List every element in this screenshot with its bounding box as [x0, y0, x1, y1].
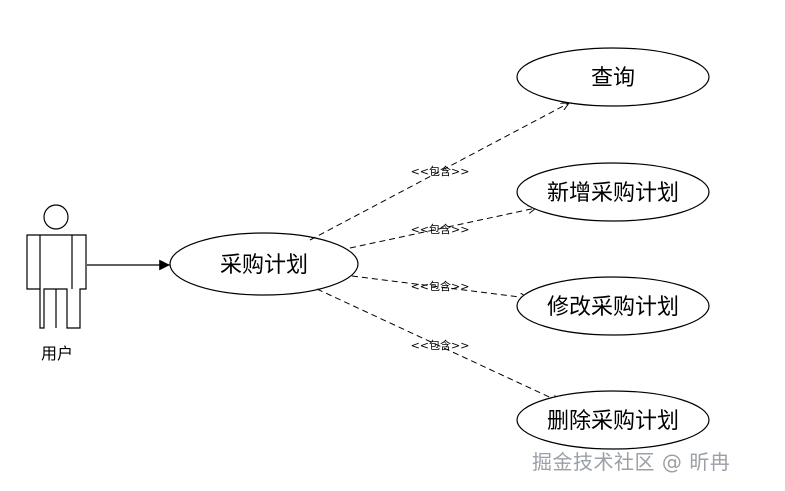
usecase-procurement-plan[interactable]: 采购计划	[169, 232, 359, 296]
include-line-add	[349, 208, 536, 249]
usecase-ellipse	[516, 390, 710, 450]
usecase-ellipse	[516, 276, 710, 336]
usecase-add-plan[interactable]: 新增采购计划	[516, 162, 710, 222]
usecase-label: 修改采购计划	[547, 295, 679, 320]
usecase-label: 查询	[591, 66, 635, 91]
usecase-ellipse	[516, 162, 710, 222]
actor-user[interactable]: 用户	[26, 204, 87, 363]
usecase-ellipse	[516, 47, 710, 107]
actor-body	[26, 234, 87, 329]
include-line-delete	[316, 288, 560, 402]
include-label-edit: <<包含>>	[411, 279, 470, 293]
usecase-delete-plan[interactable]: 删除采购计划	[516, 390, 710, 450]
include-label-add: <<包含>>	[411, 222, 470, 236]
include-label-query: <<包含>>	[411, 164, 470, 178]
usecase-ellipse	[169, 232, 359, 296]
actor-head	[43, 204, 69, 230]
actor-label: 用户	[41, 344, 73, 363]
usecase-label: 新增采购计划	[547, 181, 679, 206]
include-label-delete: <<包含>>	[411, 338, 470, 352]
usecase-label: 删除采购计划	[547, 409, 679, 434]
include-line-query	[309, 103, 569, 241]
usecase-query[interactable]: 查询	[516, 47, 710, 107]
usecase-edit-plan[interactable]: 修改采购计划	[516, 276, 710, 336]
watermark: 掘金技术社区 @ 昕冉	[532, 450, 731, 474]
usecase-label: 采购计划	[220, 253, 308, 278]
